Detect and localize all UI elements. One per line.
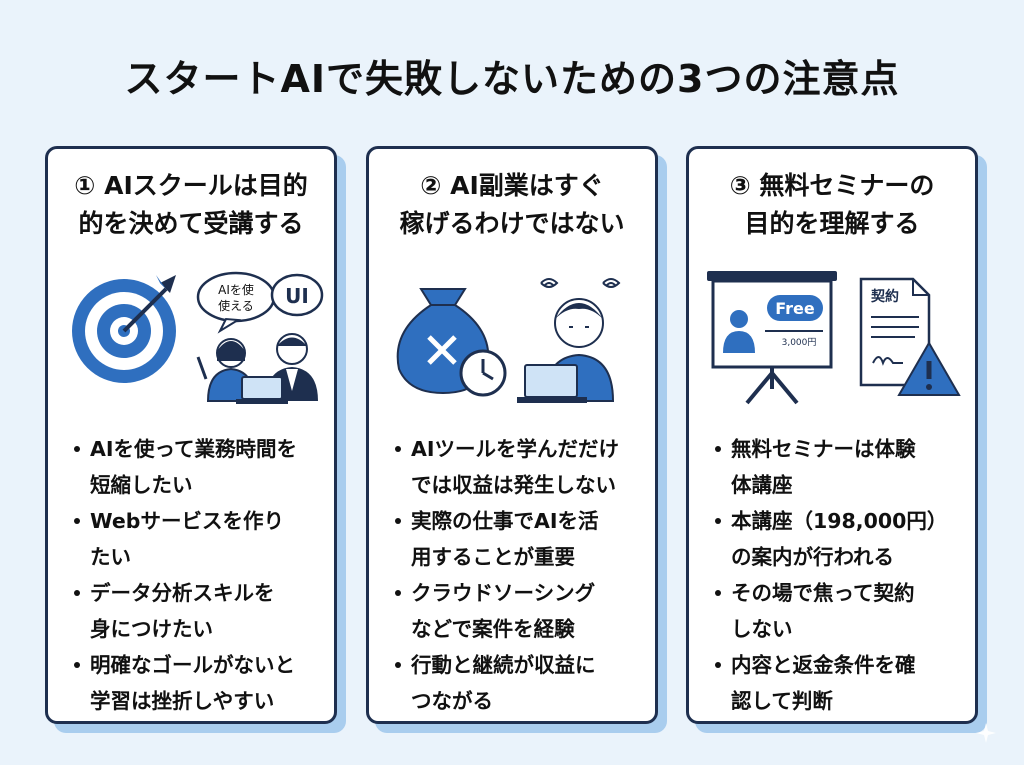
card-free-seminar: ③ 無料セミナーの 目的を理解する Free 3,000円 契約 [686, 146, 978, 724]
card-title: ③ 無料セミナーの 目的を理解する [729, 171, 935, 238]
bubble-ui-text: UI [285, 284, 309, 308]
card-ai-side-job: ② AI副業はすぐ 稼げるわけではない AIツールを学ん [366, 146, 658, 724]
laptop-icon [517, 364, 587, 403]
contract-document-icon: 契約 [859, 277, 931, 387]
list-item: AIを使って業務時間を短縮したい [70, 431, 332, 503]
price-text: 3,000円 [782, 337, 817, 348]
illustration-money-worry [396, 278, 621, 403]
contract-title: 契約 [870, 288, 899, 305]
illustration-goal-students: AIを使 使える UI [72, 271, 324, 404]
laptop-icon [236, 376, 288, 404]
bullet-list: 無料セミナーは体験体講座 本講座（198,000円）の案内が行われる その場で焦… [711, 431, 973, 719]
card-title: ① AIスクールは目的 的を決めて受講する [74, 171, 308, 238]
list-item: 無料セミナーは体験体講座 [711, 431, 973, 503]
warning-icon [897, 340, 961, 396]
list-item: その場で焦って契約しない [711, 575, 973, 647]
bullet-list: AIツールを学んだだけでは収益は発生しない 実際の仕事でAIを活用することが重要… [391, 431, 653, 719]
list-item: 実際の仕事でAIを活用することが重要 [391, 503, 653, 575]
bubble-text-2: 使える [218, 298, 254, 313]
list-item: 内容と返金条件を確認して判断 [711, 647, 973, 719]
bubble-text-1: AIを使 [218, 282, 254, 297]
target-icon [72, 275, 176, 383]
presentation-board-icon: Free 3,000円 [707, 271, 837, 405]
list-item: Webサービスを作りたい [70, 503, 332, 575]
list-item: クラウドソーシングなどで案件を経験 [391, 575, 653, 647]
list-item: データ分析スキルを身につけたい [70, 575, 332, 647]
bullet-list: AIを使って業務時間を短縮したい Webサービスを作りたい データ分析スキルを身… [70, 431, 332, 719]
sparkle-icon [976, 723, 996, 743]
speech-bubble-icon: AIを使 使える UI [196, 271, 324, 334]
card-title: ② AI副業はすぐ 稼げるわけではない [399, 171, 625, 238]
free-tag: Free [775, 299, 815, 318]
list-item: 本講座（198,000円）の案内が行われる [711, 503, 973, 575]
list-item: 明確なゴールがないと学習は挫折しやすい [70, 647, 332, 719]
clock-icon [459, 349, 507, 397]
card-ai-school: ① AIスクールは目的 的を決めて受講する AIを使 使える UI [45, 146, 337, 724]
list-item: AIツールを学んだだけでは収益は発生しない [391, 431, 653, 503]
page-title: スタートAIで失敗しないための3つの注意点 [124, 57, 900, 101]
list-item: 行動と継続が収益につながる [391, 647, 653, 719]
illustration-seminar-contract: Free 3,000円 契約 [707, 271, 961, 405]
